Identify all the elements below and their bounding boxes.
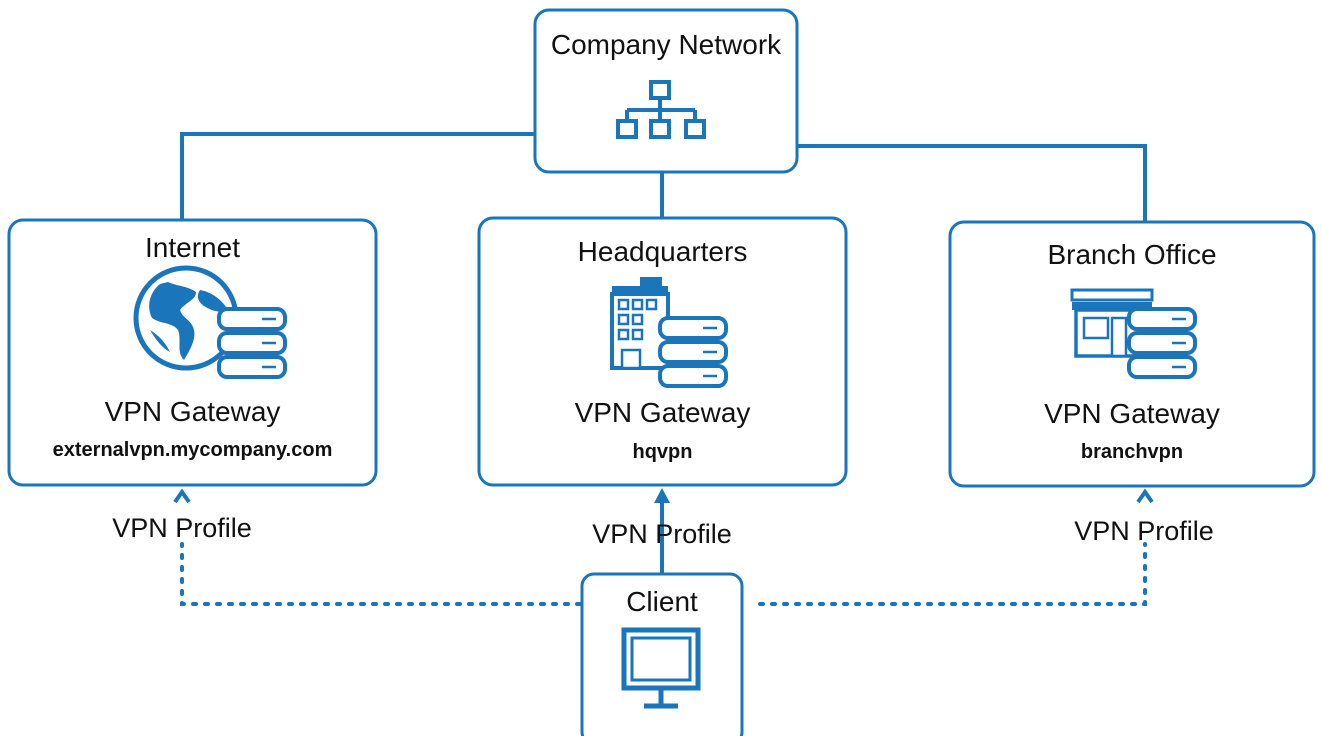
arrow-to-branch bbox=[1136, 488, 1154, 504]
headquarters-gateway-label: VPN Gateway bbox=[574, 397, 751, 428]
connector-client-to-branch bbox=[758, 542, 1147, 606]
connector-client-to-internet bbox=[180, 542, 582, 606]
branch-office-vpn-profile-label: VPN Profile bbox=[1074, 516, 1214, 546]
office-server-icon bbox=[1070, 288, 1197, 379]
branch-office-title: Branch Office bbox=[1047, 239, 1217, 270]
arrow-to-internet bbox=[173, 488, 191, 504]
headquarters-gateway-host: hqvpn bbox=[632, 441, 693, 463]
building-server-icon bbox=[610, 277, 728, 388]
network-connectors bbox=[180, 132, 1147, 222]
connector-company-to-internet bbox=[180, 132, 535, 220]
monitor-icon bbox=[621, 627, 701, 709]
headquarters-vpn-profile-label: VPN Profile bbox=[592, 519, 732, 549]
internet-vpn-profile-label: VPN Profile bbox=[112, 513, 252, 543]
connector-company-to-branch bbox=[797, 144, 1147, 222]
company-network-title: Company Network bbox=[550, 29, 782, 60]
internet-gateway-label: VPN Gateway bbox=[104, 396, 281, 427]
company-network-box bbox=[533, 8, 799, 174]
arrow-to-hq bbox=[654, 488, 670, 503]
globe-server-icon bbox=[133, 265, 287, 379]
internet-title: Internet bbox=[145, 232, 240, 263]
client-connectors bbox=[173, 488, 1154, 606]
headquarters-title: Headquarters bbox=[577, 236, 748, 267]
client-box bbox=[580, 572, 744, 736]
branch-office-gateway-host: branchvpn bbox=[1080, 441, 1184, 463]
branch-office-gateway-label: VPN Gateway bbox=[1044, 398, 1220, 429]
internet-gateway-host: externalvpn.mycompany.com bbox=[52, 439, 333, 461]
network-hierarchy-icon bbox=[616, 80, 706, 139]
client-title: Client bbox=[626, 586, 698, 617]
